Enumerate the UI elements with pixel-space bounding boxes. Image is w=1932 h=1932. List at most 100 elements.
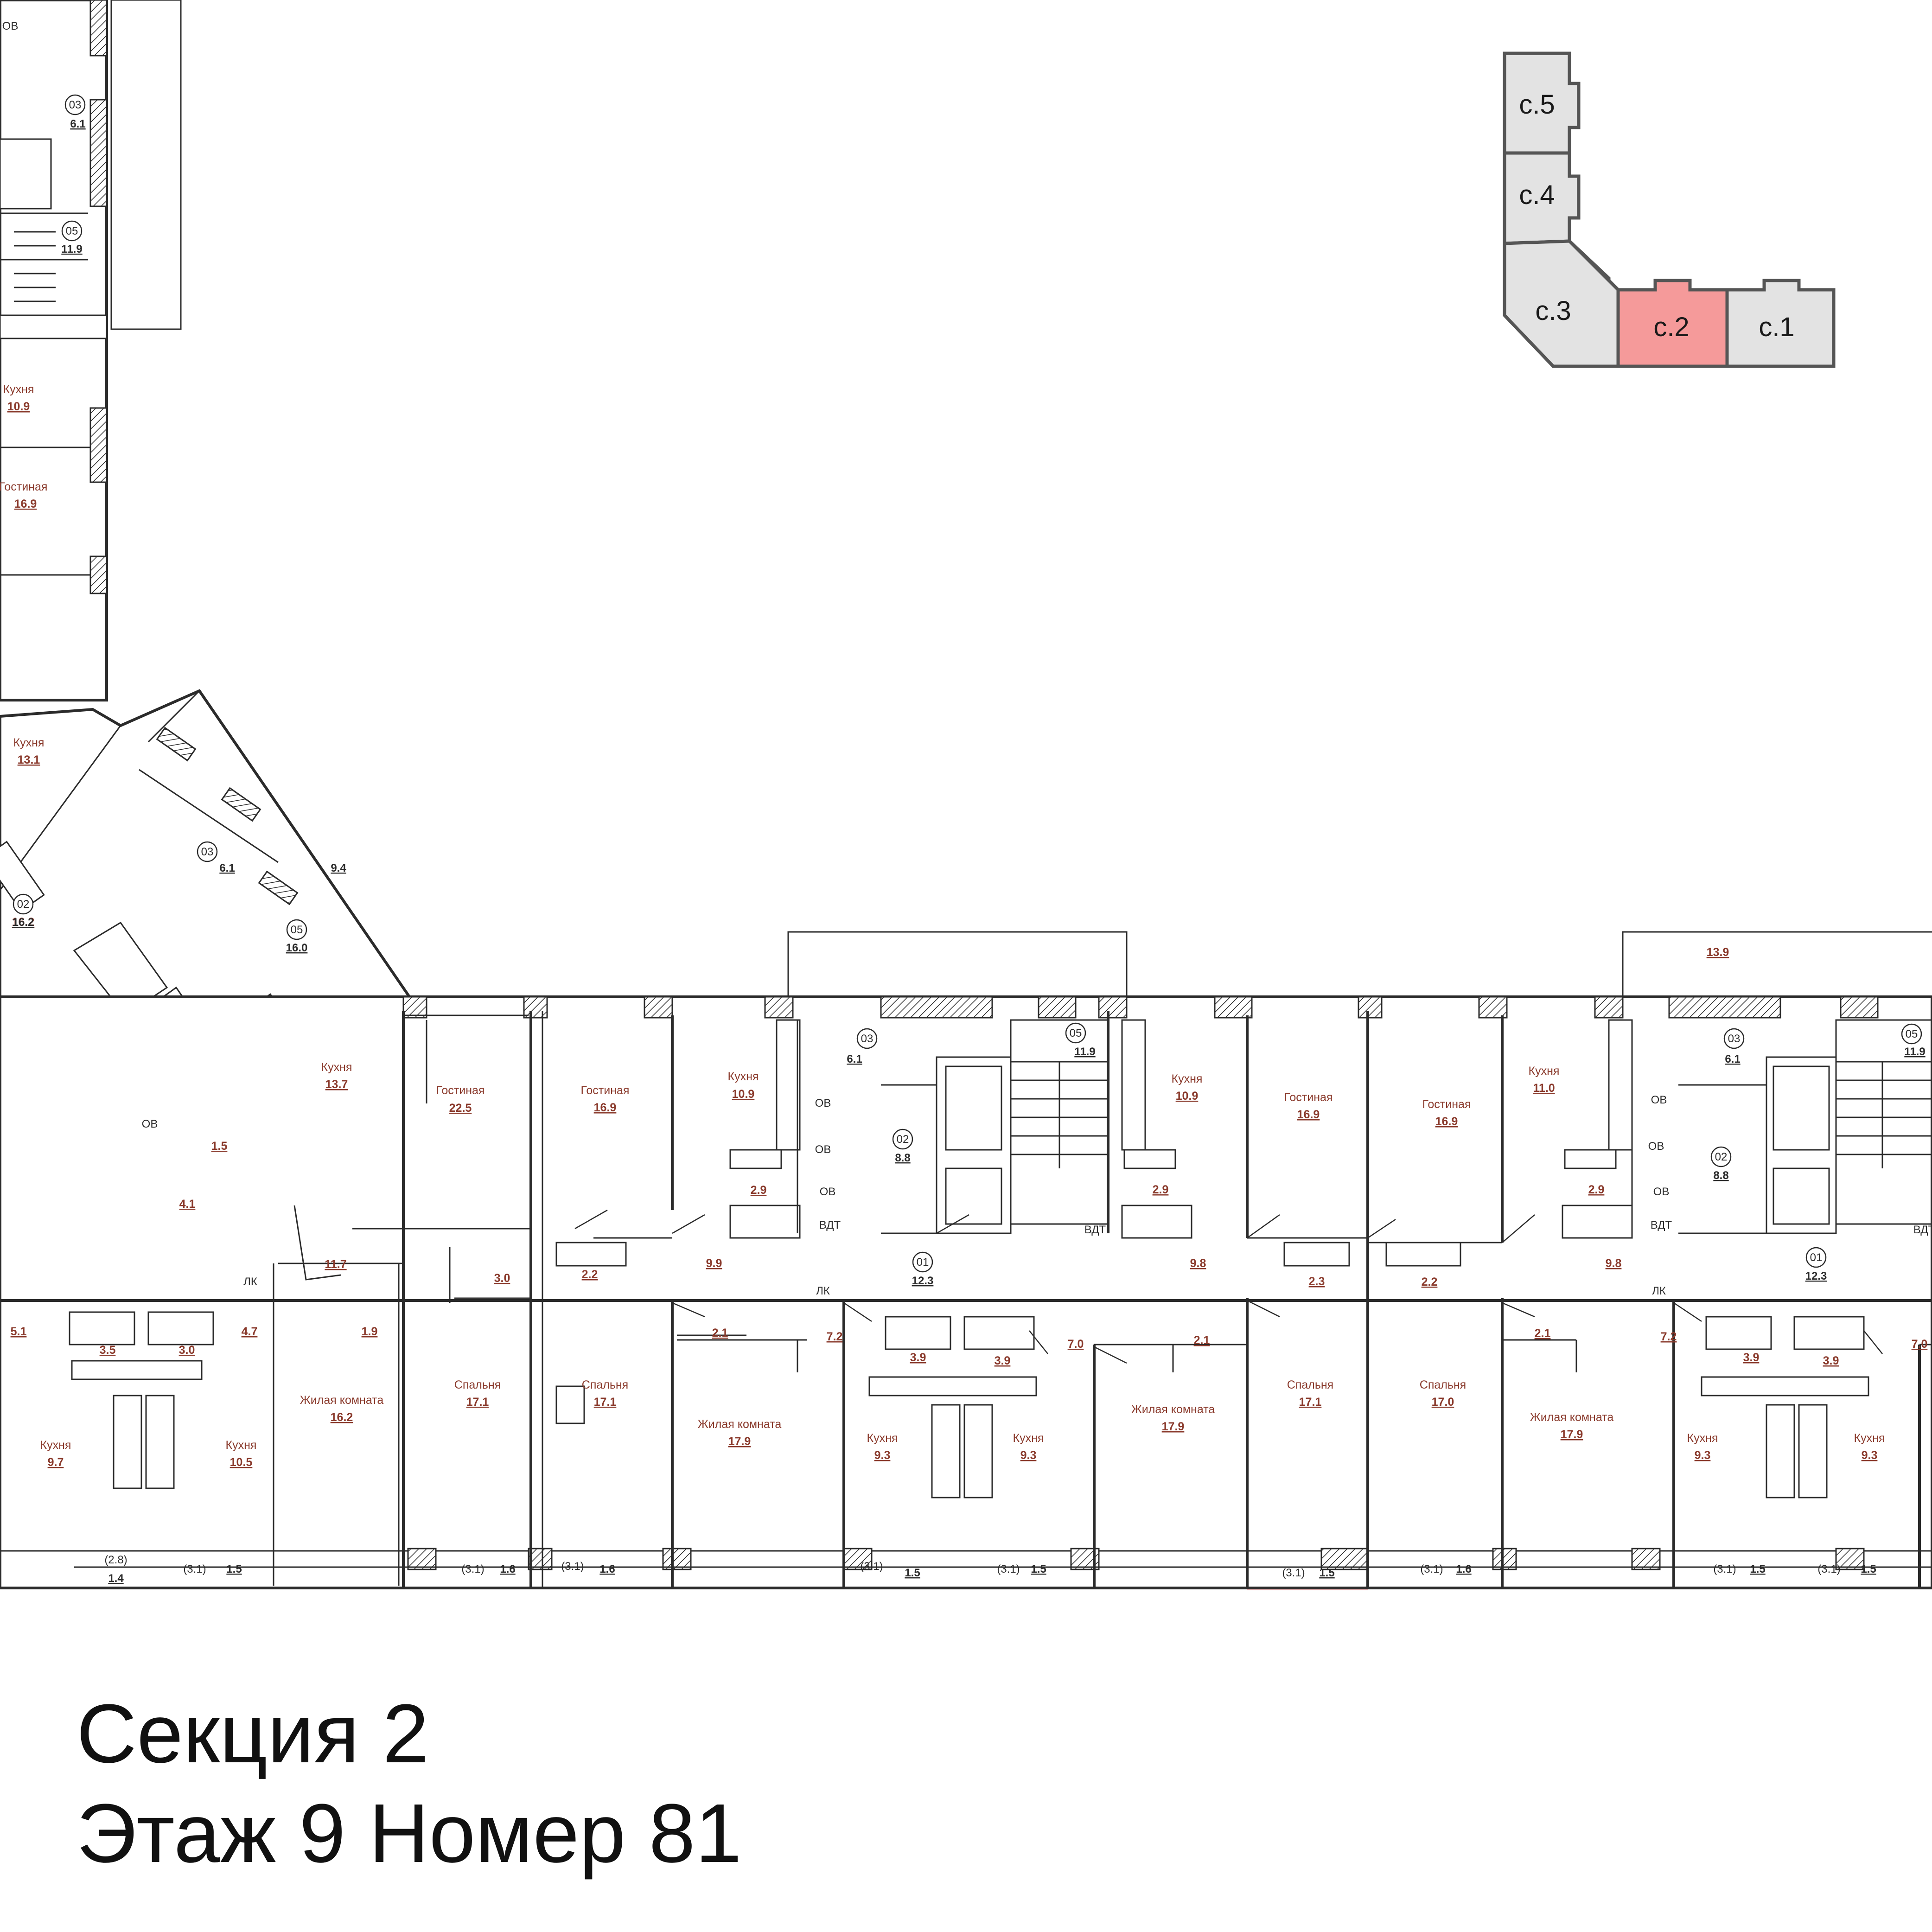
svg-text:ОВ: ОВ	[815, 1143, 831, 1156]
svg-text:ОВ: ОВ	[820, 1186, 836, 1198]
svg-text:2.3: 2.3	[1309, 1275, 1325, 1288]
section-key-label: с.5	[1519, 89, 1555, 120]
svg-text:ОВ: ОВ	[815, 1097, 831, 1109]
room-label: 2.1	[1535, 1327, 1551, 1340]
svg-text:Кухня: Кухня	[13, 736, 45, 749]
balcony-label: (3.1) 1.6	[1420, 1563, 1471, 1575]
svg-text:Кухня: Кухня	[867, 1432, 898, 1445]
svg-text:7.0: 7.0	[1068, 1338, 1084, 1351]
svg-text:17.1: 17.1	[1299, 1396, 1322, 1409]
svg-text:16.2: 16.2	[13, 916, 34, 929]
section-key-s1[interactable]	[1725, 279, 1836, 368]
section-key-s2[interactable]	[1616, 279, 1729, 368]
svg-text:2.9: 2.9	[1588, 1183, 1605, 1196]
room-label: Гостиная 22.5	[436, 1084, 485, 1115]
svg-text:9.4: 9.4	[331, 862, 346, 874]
svg-text:02: 02	[17, 898, 30, 911]
svg-text:(3.1): (3.1)	[561, 1560, 584, 1573]
room-label: 2.2	[1422, 1275, 1438, 1288]
svg-text:9.3: 9.3	[1020, 1449, 1037, 1462]
svg-text:10.5: 10.5	[230, 1456, 253, 1469]
svg-text:Кухня: Кухня	[3, 383, 34, 396]
svg-text:3.9: 3.9	[910, 1351, 926, 1364]
room-label: Кухня 11.0	[1529, 1065, 1560, 1095]
section-key-label: с.1	[1759, 312, 1794, 342]
room-label[interactable]: 2.9	[1153, 1183, 1169, 1196]
svg-text:7.2: 7.2	[1661, 1330, 1677, 1343]
svg-text:ВДТ: ВДТ	[1651, 1219, 1672, 1231]
unit-marker: 02 16.2	[13, 893, 34, 929]
svg-text:ЛК: ЛК	[1652, 1285, 1666, 1297]
svg-text:9.8: 9.8	[1606, 1257, 1622, 1270]
svg-text:Кухня: Кухня	[1529, 1065, 1560, 1078]
svg-text:2.2: 2.2	[582, 1268, 598, 1281]
svg-text:9.7: 9.7	[48, 1456, 64, 1469]
svg-text:10.9: 10.9	[7, 400, 30, 413]
balcony-label: (3.1)1.6	[561, 1560, 615, 1575]
svg-text:11.0: 11.0	[1533, 1082, 1555, 1095]
svg-text:(3.1): (3.1)	[1420, 1563, 1443, 1575]
svg-text:05: 05	[1906, 1028, 1918, 1040]
svg-text:(3.1): (3.1)	[997, 1563, 1020, 1575]
svg-text:1.5: 1.5	[226, 1563, 242, 1575]
room-label: 2.9	[1588, 1183, 1605, 1196]
room-label[interactable]: 2.3	[1309, 1275, 1325, 1288]
svg-text:02: 02	[1715, 1151, 1728, 1163]
svg-text:1.5: 1.5	[1319, 1567, 1334, 1579]
svg-text:11.9: 11.9	[1074, 1046, 1095, 1058]
room-label: 4.1	[179, 1198, 196, 1211]
section-key-label: с.4	[1519, 180, 1555, 210]
svg-text:(3.1): (3.1)	[860, 1560, 883, 1573]
svg-text:Жилая комната: Жилая комната	[300, 1394, 384, 1407]
svg-text:03: 03	[861, 1033, 874, 1045]
svg-text:Гостиная: Гостиная	[0, 480, 47, 493]
unit-marker: 028.8	[892, 1129, 913, 1164]
unit-marker: 036.1	[64, 94, 86, 130]
room-label[interactable]: 9.8	[1190, 1257, 1206, 1270]
unit-marker: 036.1	[197, 841, 235, 874]
svg-text:3.5: 3.5	[100, 1344, 116, 1357]
room-label: 16.2	[12, 916, 35, 929]
balcony-labels: (2.8)1.4 (3.1)1.5 (3.1)1.6 (3.1)1.6 (3.1…	[104, 1554, 1876, 1585]
svg-text:01: 01	[917, 1256, 929, 1269]
svg-text:(3.1): (3.1)	[461, 1563, 484, 1575]
svg-text:1.5: 1.5	[1750, 1563, 1765, 1575]
svg-text:03: 03	[1728, 1033, 1741, 1045]
svg-text:Кухня: Кухня	[1172, 1072, 1203, 1085]
utility-tags: ОВ ОВ ОВ ОВ ВДТ ЛК ОВ ОВ ОВ ВДТ ЛК ЛК ВД…	[2, 20, 1932, 1297]
svg-text:Гостиная: Гостиная	[436, 1084, 485, 1097]
svg-text:10.9: 10.9	[732, 1088, 755, 1101]
svg-text:12.3: 12.3	[1805, 1270, 1827, 1282]
svg-text:17.1: 17.1	[594, 1396, 617, 1409]
svg-text:17.1: 17.1	[466, 1396, 489, 1409]
room-label: 3.9	[1823, 1354, 1839, 1367]
room-label: 9.9	[706, 1257, 722, 1270]
svg-text:7.2: 7.2	[827, 1330, 843, 1343]
svg-text:Спальня: Спальня	[582, 1378, 628, 1391]
svg-text:1.6: 1.6	[1456, 1563, 1471, 1575]
svg-text:ЛК: ЛК	[816, 1285, 830, 1297]
svg-text:22.5: 22.5	[449, 1102, 472, 1115]
svg-text:2.1: 2.1	[712, 1326, 728, 1339]
unit-marker: 9.4	[331, 862, 346, 874]
svg-text:05: 05	[1070, 1027, 1082, 1039]
room-label: 9.8	[1606, 1257, 1622, 1270]
svg-text:17.0: 17.0	[1432, 1396, 1454, 1409]
svg-text:16.2: 16.2	[12, 916, 35, 929]
svg-text:Кухня: Кухня	[1687, 1432, 1718, 1445]
section-title: Секция 2	[77, 1687, 429, 1780]
